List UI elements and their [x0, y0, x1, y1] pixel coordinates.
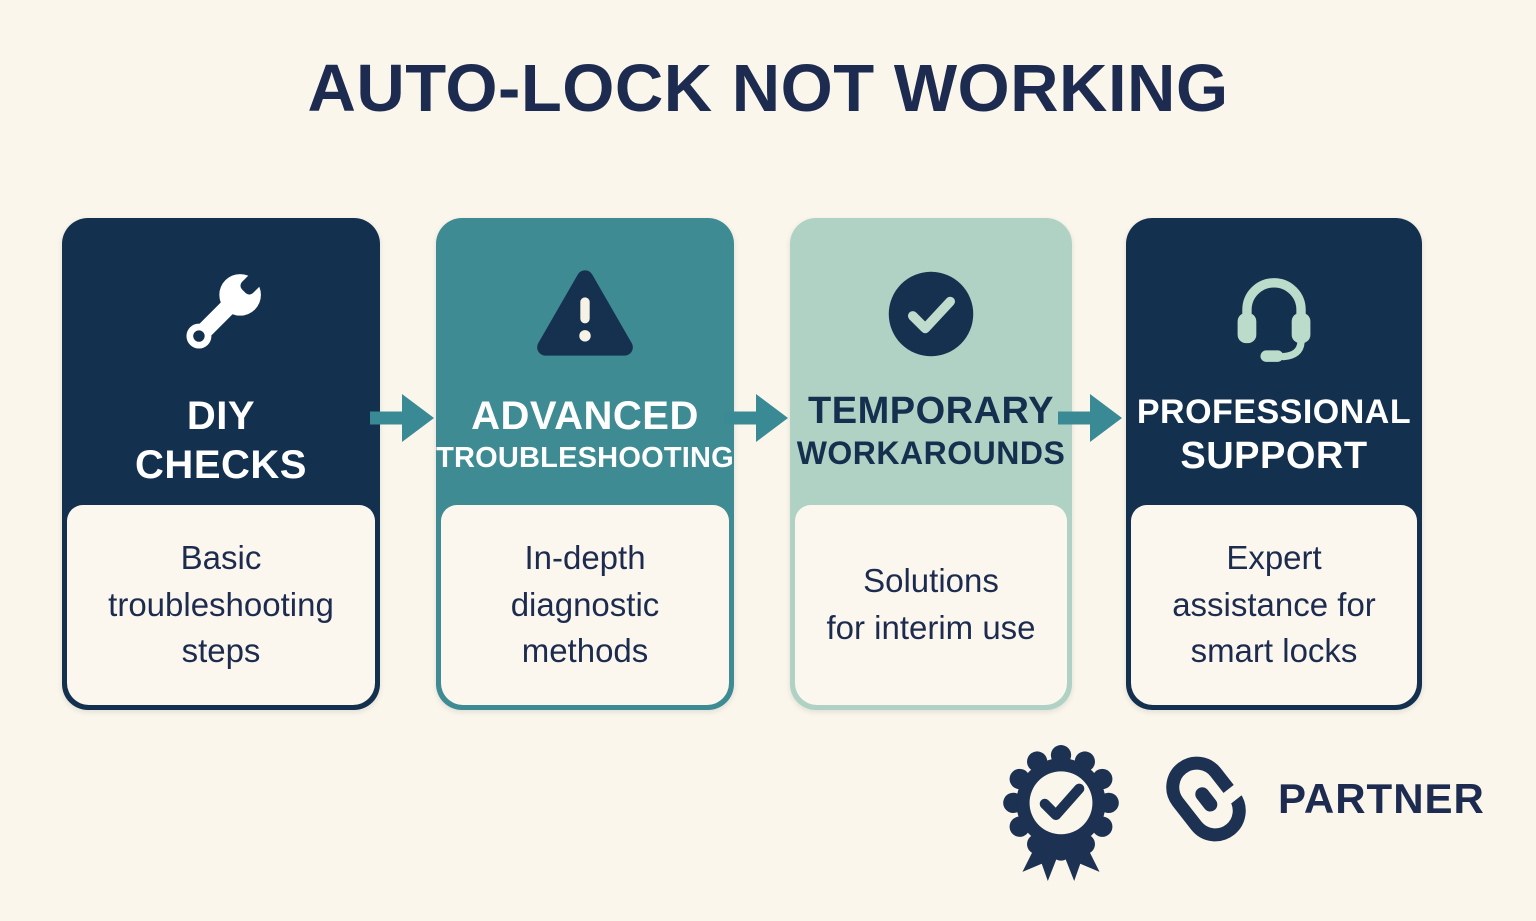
wrench-icon — [186, 272, 263, 349]
card-diy-checks-title: DIY CHECKS — [135, 394, 307, 487]
award-ribbon-badge-icon — [1003, 745, 1119, 881]
page-title: AUTO-LOCK NOT WORKING — [307, 51, 1229, 126]
arrow-right-icon — [724, 394, 788, 442]
footer-badges: PARTNER — [1000, 742, 1485, 884]
card-professional-support-title: PROFESSIONAL SUPPORT — [1136, 393, 1412, 478]
card-advanced-troubleshooting-title: ADVANCED TROUBLESHOOTING — [436, 394, 734, 474]
card-diy-checks: DIY CHECKS Basic troubleshooting steps — [62, 218, 380, 710]
arrow-right-icon — [370, 394, 434, 442]
card-temporary-workarounds-header: TEMPORARY WORKAROUNDS — [790, 218, 1072, 505]
card-advanced-troubleshooting-header: ADVANCED TROUBLESHOOTING — [436, 218, 734, 505]
check-circle-icon — [888, 271, 974, 357]
card-temporary-workarounds: TEMPORARY WORKAROUNDS Solutions for inte… — [790, 218, 1072, 710]
card-professional-support-description: Expert assistance for smart locks — [1131, 505, 1417, 705]
card-advanced-troubleshooting: ADVANCED TROUBLESHOOTING In-depth diagno… — [436, 218, 734, 710]
arrow-right-icon — [1058, 394, 1122, 442]
card-temporary-workarounds-description: Solutions for interim use — [795, 505, 1067, 705]
chain-link-icon — [1166, 756, 1246, 842]
card-diy-checks-description: Basic troubleshooting steps — [67, 505, 375, 705]
card-diy-checks-header: DIY CHECKS — [62, 218, 380, 505]
warning-triangle-icon — [537, 270, 633, 356]
card-professional-support: PROFESSIONAL SUPPORT Expert assistance f… — [1126, 218, 1422, 710]
partner-label: PARTNER — [1278, 775, 1485, 822]
card-professional-support-header: PROFESSIONAL SUPPORT — [1126, 218, 1422, 505]
card-advanced-troubleshooting-description: In-depth diagnostic methods — [441, 505, 729, 705]
headset-icon — [1237, 278, 1311, 362]
card-temporary-workarounds-title: TEMPORARY WORKAROUNDS — [796, 390, 1066, 472]
